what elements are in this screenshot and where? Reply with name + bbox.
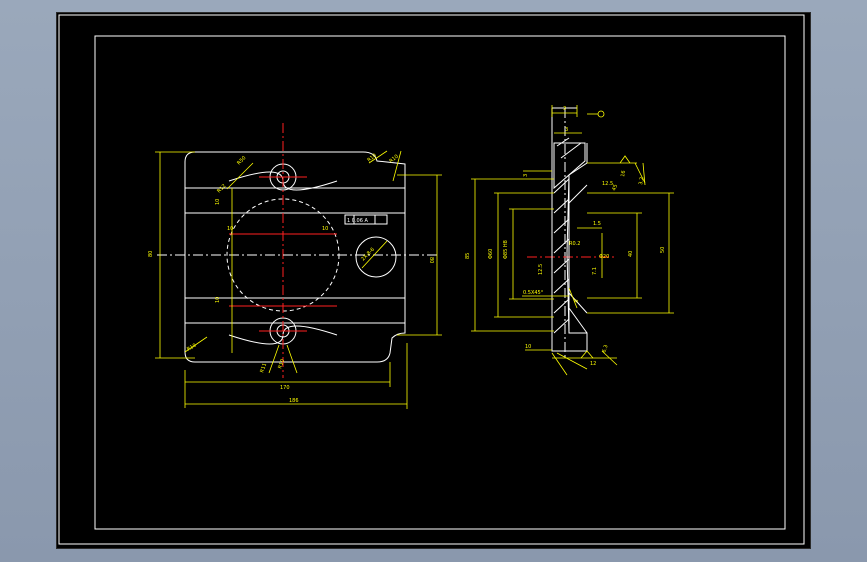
tolerance-frame bbox=[344, 214, 388, 225]
dim-3b: 3 bbox=[523, 174, 529, 177]
dim-height-left: 80 bbox=[148, 251, 154, 257]
dim-width-outer: 186 bbox=[289, 398, 299, 404]
dim-10-b: 10 bbox=[322, 226, 328, 232]
drawing-canvas[interactable]: 80 80 170 186 10 10 10 10 R50 R12 bbox=[57, 13, 810, 548]
dim-r12-left: R12 bbox=[216, 183, 227, 194]
sheet-border bbox=[58, 14, 805, 545]
dim-10: 10 bbox=[525, 344, 531, 350]
dim-d65: Φ85 H8 bbox=[503, 240, 509, 259]
dim-r10-top2: R10 bbox=[388, 154, 399, 165]
dim-8: 8 bbox=[573, 298, 580, 303]
dim-1-5: 1.5 bbox=[593, 221, 601, 227]
dim-12-5b: 12.5 bbox=[538, 264, 544, 275]
dim-0-5x45: 0.5X45° bbox=[523, 290, 544, 296]
dim-50: 50 bbox=[660, 247, 666, 253]
section-view: 85 Φ60 Φ85 H8 50 40 7.1 bbox=[465, 105, 674, 376]
dim-r10-corner: R10 bbox=[186, 343, 198, 353]
dim-10-c: 10 bbox=[215, 297, 221, 303]
side-hole bbox=[355, 236, 397, 278]
section-hatch bbox=[553, 142, 586, 190]
front-view: 80 80 170 186 10 10 10 10 R50 R12 bbox=[148, 123, 442, 409]
dim-12: 12 bbox=[590, 361, 596, 367]
front-outline bbox=[184, 151, 406, 363]
dim-height-right: 80 bbox=[428, 257, 434, 263]
dim-width-inner: 170 bbox=[280, 385, 290, 391]
dim-top: 3 bbox=[563, 106, 566, 112]
dim-12-5: 12.5 bbox=[602, 181, 613, 187]
dim-r0-2: R0.2 bbox=[569, 241, 580, 247]
drawing-sheet[interactable]: 80 80 170 186 10 10 10 10 R50 R12 bbox=[56, 12, 811, 549]
tolerance-text: 1 0.06 A bbox=[347, 218, 368, 224]
section-outline bbox=[551, 108, 588, 352]
drawing-frame bbox=[94, 35, 786, 530]
dim-10-a: 10 bbox=[227, 226, 233, 232]
dim-16: 16 bbox=[620, 170, 627, 177]
dim-r10-bottom: R10 bbox=[277, 358, 286, 369]
dim-d85: 85 bbox=[465, 253, 471, 259]
dim-3-2: 3.2 bbox=[638, 176, 645, 185]
dim-d60: Φ60 bbox=[488, 249, 494, 259]
dim-7-1: 7.1 bbox=[592, 267, 598, 275]
dim-r10-top: R10 bbox=[366, 153, 377, 164]
dim-d20: Φ20 bbox=[599, 254, 609, 260]
dim-10-d: 10 bbox=[215, 199, 221, 205]
dim-l40: 40 bbox=[628, 251, 634, 257]
dim-r50: R50 bbox=[236, 155, 247, 166]
dim-l45: 45 bbox=[611, 184, 619, 192]
roughness-symbol bbox=[597, 110, 605, 118]
dim-r11-bottom: R11 bbox=[259, 362, 268, 373]
dim-6-3: 6.3 bbox=[601, 344, 609, 354]
dim-3: 3 bbox=[565, 127, 568, 133]
